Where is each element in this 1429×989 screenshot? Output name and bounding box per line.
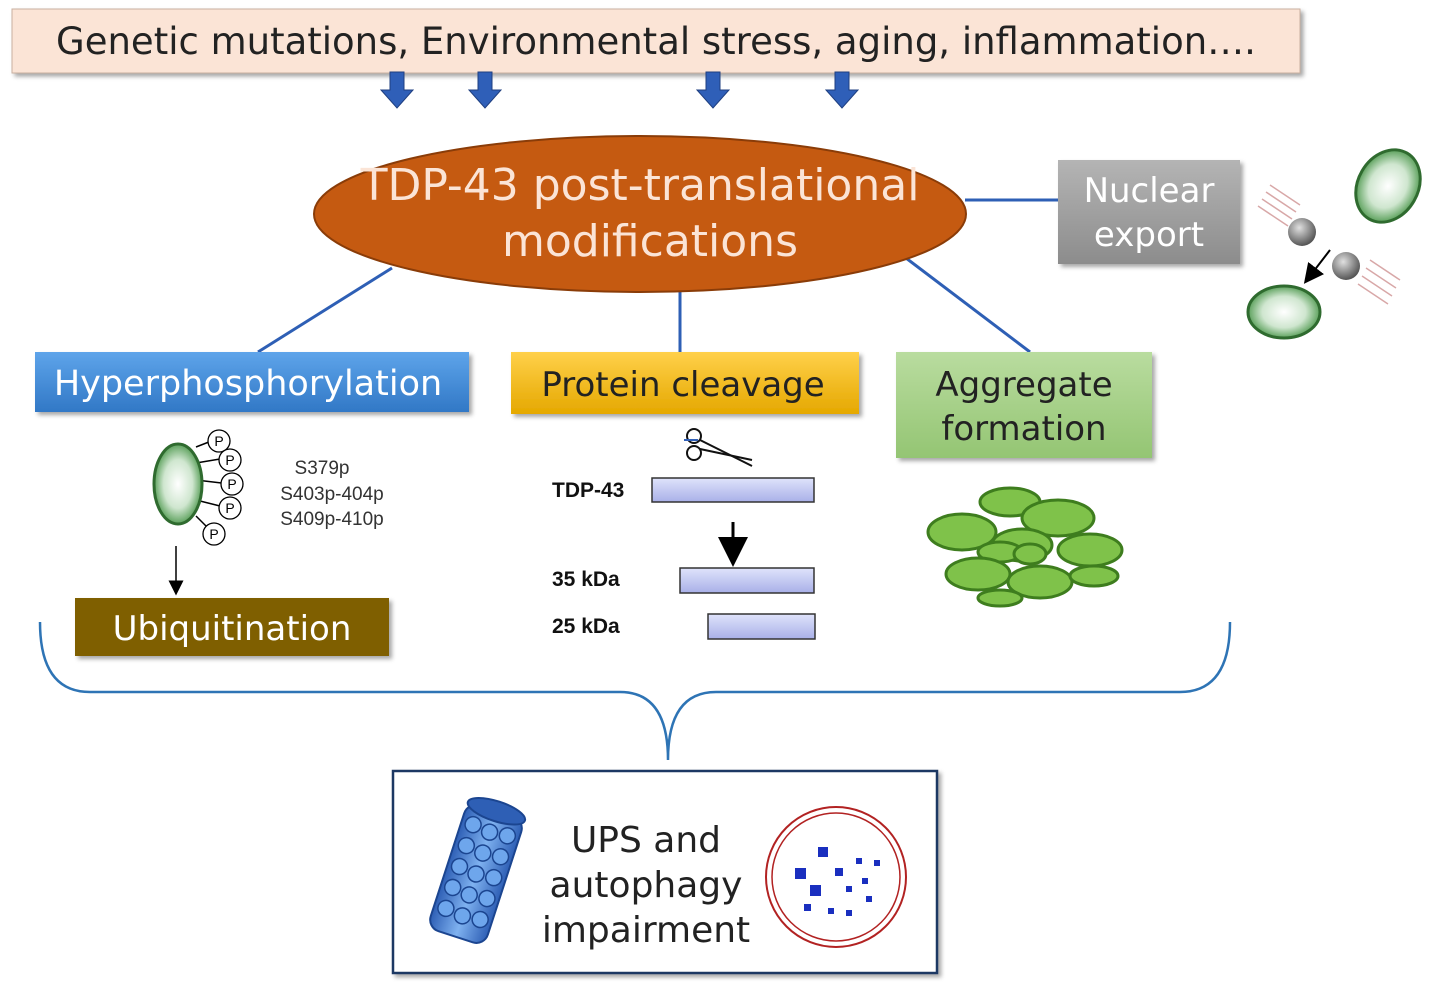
phosphate-label: P xyxy=(227,476,236,492)
center-ellipse: TDP-43 post-translational modifications xyxy=(313,135,967,293)
phosphate-label: P xyxy=(225,452,234,468)
phosphate-label: P xyxy=(209,526,218,542)
nuclear-export-line1: Nuclear xyxy=(1084,171,1215,211)
phosphate-marker xyxy=(218,496,242,520)
convergence-bracket xyxy=(38,621,1232,761)
cause-arrows xyxy=(379,71,860,109)
aggregate-line1: Aggregate xyxy=(935,365,1112,405)
ubiquitination-box: Ubiquitination xyxy=(75,598,389,656)
proteasome-icon xyxy=(429,796,527,944)
fragment-25-bar xyxy=(707,613,816,640)
ubiquitination-label: Ubiquitination xyxy=(113,609,352,649)
nuclear-export-box: Nuclear export xyxy=(1058,160,1240,264)
scissors-icon xyxy=(684,428,753,467)
phosphate-marker xyxy=(202,522,226,546)
causes-banner: Genetic mutations, Environmental stress,… xyxy=(11,8,1301,74)
protein-cleavage-box: Protein cleavage xyxy=(511,352,859,414)
tdp43-protein-icon xyxy=(1246,284,1322,340)
fragment-35-label: 35 kDa xyxy=(552,568,620,591)
cleavage-full-label: TDP-43 xyxy=(552,479,624,502)
nuclear-export-line2: export xyxy=(1094,215,1204,255)
phosphate-marker xyxy=(207,429,231,453)
phosphate-label: P xyxy=(225,500,234,516)
connectors xyxy=(257,198,1058,354)
cleavage-illustration: TDP-43 35 kDa 25 kDa xyxy=(552,428,816,640)
center-title-line1: TDP-43 post-translational xyxy=(360,160,920,211)
phosphate-marker xyxy=(220,472,244,496)
tdp43-protein-icon xyxy=(1354,148,1422,224)
outcome-line2: autophagy xyxy=(550,865,743,906)
phospho-site-2: S403p-404p xyxy=(280,484,384,505)
hyperphosphorylation-box: Hyperphosphorylation xyxy=(35,352,469,412)
phosphorylated-protein-icon: P P P P P S379p S403p-404p S409p-410p xyxy=(152,429,384,596)
aggregate-line2: formation xyxy=(941,409,1106,449)
down-arrow-icon xyxy=(824,71,860,109)
causes-text: Genetic mutations, Environmental stress,… xyxy=(56,20,1256,63)
fragment-35-bar xyxy=(679,567,815,594)
protein-cleavage-label: Protein cleavage xyxy=(541,365,824,405)
down-arrow-icon xyxy=(695,71,731,109)
fragment-25-label: 25 kDa xyxy=(552,615,620,638)
down-arrow-icon xyxy=(467,71,503,109)
phospho-site-3: S409p-410p xyxy=(280,509,384,530)
aggregate-formation-box: Aggregate formation xyxy=(896,352,1152,458)
down-arrow-icon xyxy=(379,71,415,109)
phospho-site-1: S379p xyxy=(295,458,350,479)
outcome-line3: impairment xyxy=(542,910,750,951)
autophagosome-icon xyxy=(765,806,907,948)
nuclear-pore-icon xyxy=(1246,148,1422,340)
phosphate-marker xyxy=(218,448,242,472)
hyperphosphorylation-label: Hyperphosphorylation xyxy=(54,364,442,404)
phosphate-label: P xyxy=(214,433,223,449)
center-title-line2: modifications xyxy=(502,216,798,267)
aggregate-cluster-icon xyxy=(926,486,1124,608)
full-length-bar xyxy=(651,477,815,503)
outcome-line1: UPS and xyxy=(571,820,721,861)
